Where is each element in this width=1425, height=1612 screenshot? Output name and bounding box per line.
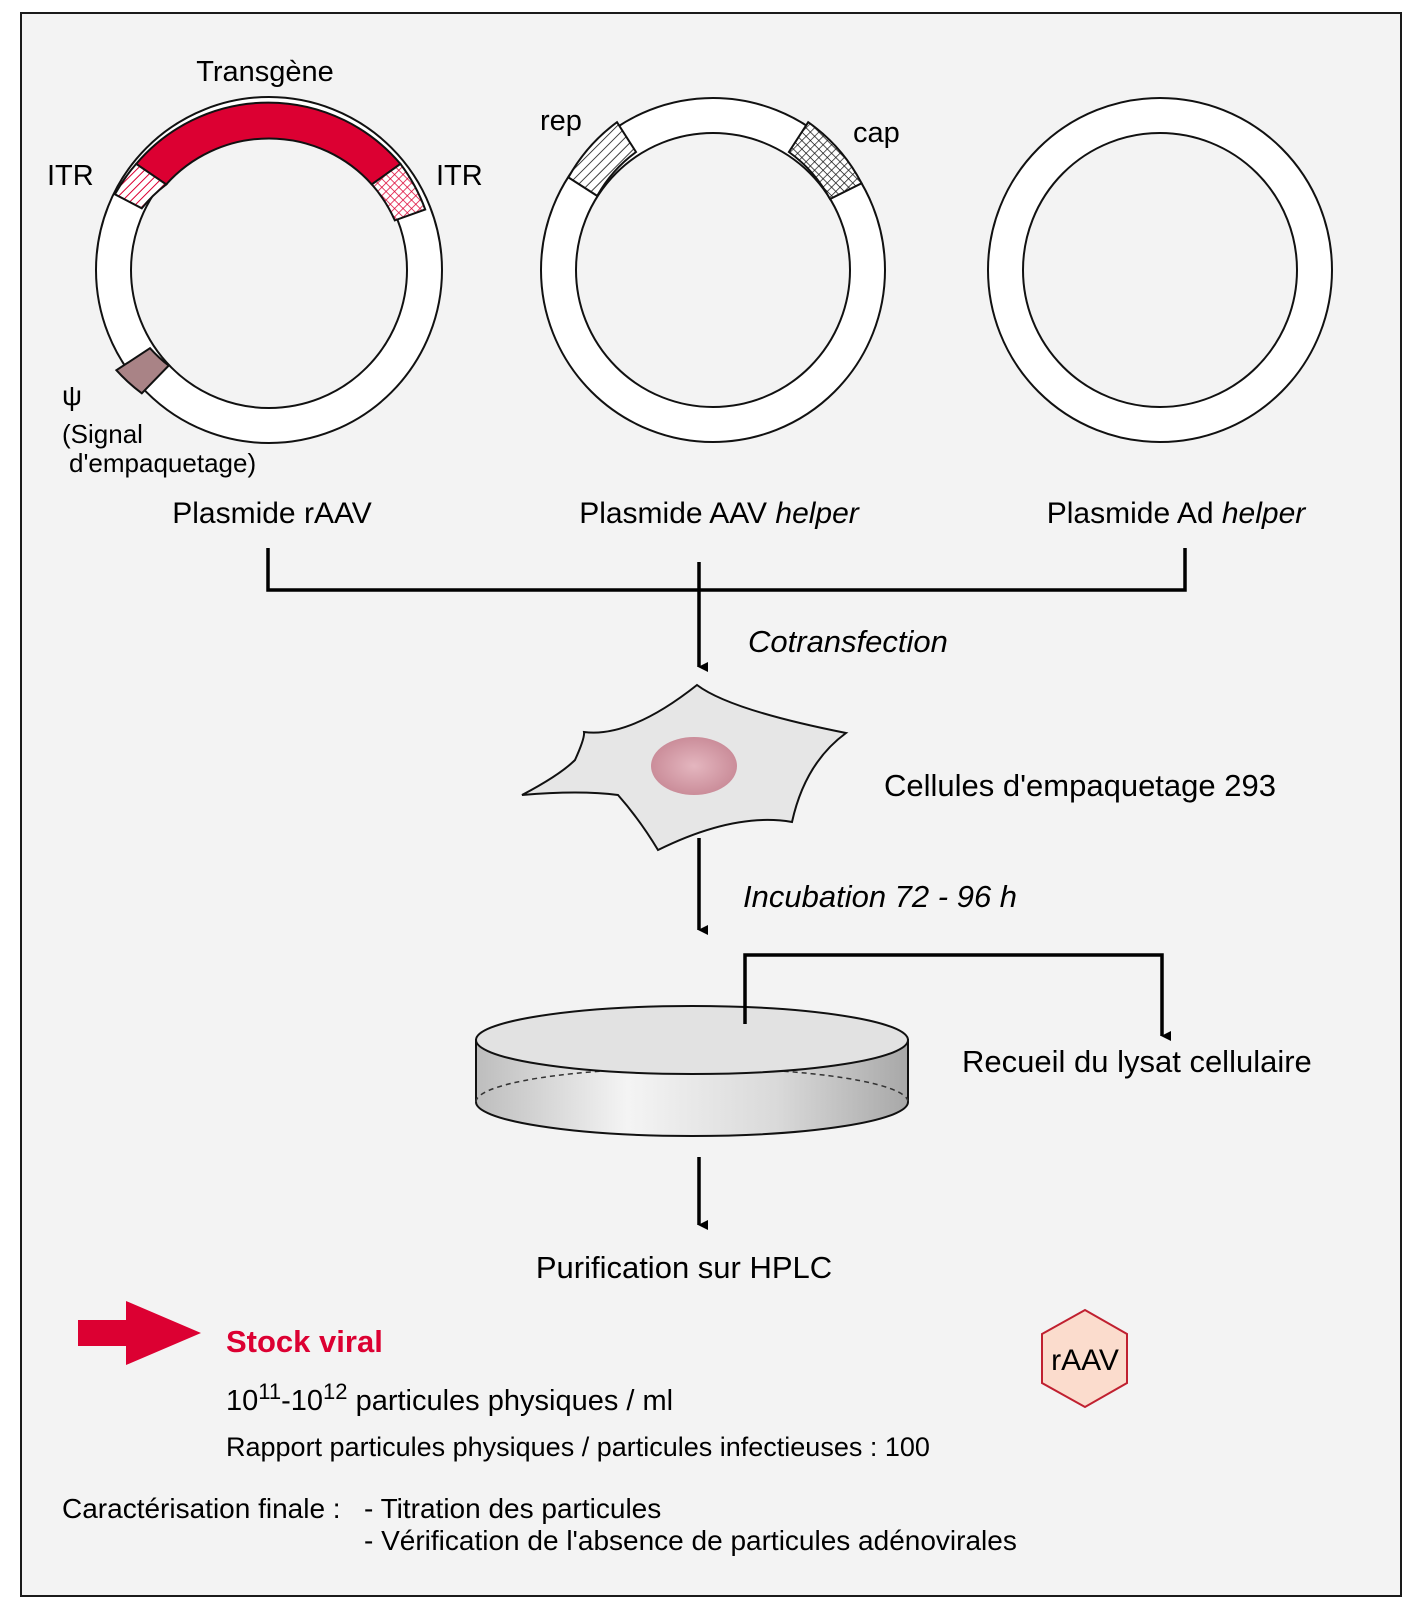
plasmid-raav-title: Plasmide rAAV (172, 497, 372, 530)
rep-label: rep (540, 105, 582, 137)
incubation-step: Incubation 72 - 96 h (697, 838, 1017, 935)
dish-top (475, 1005, 909, 1075)
dish-inner-rim (475, 1067, 909, 1103)
plasmid-raav: Transgène ITR ITR ψ (Signal d'empaquetag… (47, 56, 483, 530)
rep-segment (567, 120, 638, 198)
stock-concentration: 1011-1012 particules physiques / ml (226, 1379, 673, 1417)
stock-title: Stock viral (226, 1324, 383, 1359)
incubation-label: Incubation 72 - 96 h (743, 879, 1017, 914)
cap-label: cap (853, 117, 900, 149)
transgene-label: Transgène (196, 56, 334, 88)
plasmid-ad-helper: Plasmide Ad helper (986, 97, 1334, 530)
cap-segment (787, 120, 863, 201)
cell-nucleus (651, 737, 737, 795)
psi-label-line1: (Signal (62, 419, 143, 449)
lysate-label: Recueil du lysat cellulaire (962, 1044, 1312, 1079)
psi-segment (114, 346, 171, 395)
purification-label: Purification sur HPLC (536, 1250, 832, 1285)
culture-dish: Recueil du lysat cellulaire (475, 953, 1312, 1137)
plasmid-aav-title: Plasmide AAV helper (579, 497, 860, 530)
cotransfection-label: Cotransfection (748, 624, 948, 659)
psi-label-line2: d'empaquetage) (69, 448, 256, 478)
itr-left-segment (113, 162, 168, 210)
red-arrow-icon (78, 1301, 201, 1365)
packaging-cell: Cellules d'empaquetage 293 (521, 683, 1276, 852)
itr-left-label: ITR (47, 160, 94, 192)
psi-symbol: ψ (62, 380, 82, 411)
raav-hexagon-icon (1041, 1308, 1128, 1409)
characterisation: Caractérisation finale : - Titration des… (62, 1493, 1017, 1556)
stock-ratio: Rapport particules physiques / particule… (226, 1432, 930, 1462)
characterisation-item-2: - Vérification de l'absence de particule… (364, 1525, 1017, 1556)
itr-right-label: ITR (436, 160, 483, 192)
purification-step: Purification sur HPLC (536, 1157, 832, 1285)
plasmid-ad-title: Plasmide Ad helper (1047, 497, 1306, 530)
lysate-connector (743, 953, 1171, 1041)
viral-stock: Stock viral 1011-1012 particules physiqu… (78, 1301, 1128, 1462)
itr-right-segment (370, 162, 427, 222)
raav-badge-label: rAAV (1051, 1344, 1119, 1377)
characterisation-item-1: - Titration des particules (364, 1493, 661, 1524)
cells-label: Cellules d'empaquetage 293 (884, 768, 1276, 803)
characterisation-label: Caractérisation finale : (62, 1493, 341, 1524)
plasmid-ad-ring (986, 97, 1334, 443)
plasmid-aav-helper: rep cap Plasmide AAV helper (539, 97, 900, 530)
plasmid-aav-ring (539, 97, 887, 443)
cotransfection-connector: Cotransfection (266, 548, 1187, 672)
